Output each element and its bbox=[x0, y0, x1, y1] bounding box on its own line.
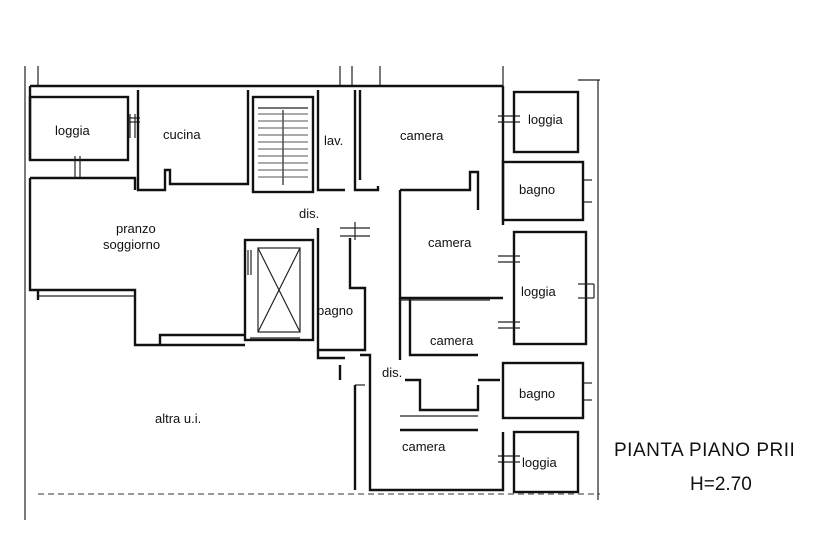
room-label-loggia-nw: loggia bbox=[55, 123, 90, 138]
site-boundary bbox=[24, 66, 600, 520]
plan-title: PIANTA PIANO PRII bbox=[614, 440, 796, 461]
loggia-nw-walls bbox=[28, 95, 140, 190]
room-label-dis-1: dis. bbox=[299, 206, 319, 221]
room-label-dis-2: dis. bbox=[382, 365, 402, 380]
room-label-bagno-e2: bagno bbox=[519, 386, 555, 401]
room-label-pranzo: pranzo bbox=[116, 221, 156, 236]
east-rooms-walls bbox=[498, 90, 595, 494]
room-label-cucina: cucina bbox=[163, 127, 201, 142]
room-label-camera-4: camera bbox=[402, 439, 446, 454]
stairwell bbox=[251, 95, 315, 194]
exterior-walls bbox=[28, 84, 503, 347]
camera-4-walls bbox=[400, 378, 500, 432]
room-label-altra: altra u.i. bbox=[155, 411, 201, 426]
room-label-camera-1: camera bbox=[400, 128, 444, 143]
room-label-soggiorno: soggiorno bbox=[103, 237, 160, 252]
bagno-central-walls bbox=[316, 222, 505, 492]
room-label-loggia-e3: loggia bbox=[522, 455, 557, 470]
room-label-bagno-e1: bagno bbox=[519, 182, 555, 197]
room-labels: loggia cucina lav. camera loggia bagno p… bbox=[55, 112, 563, 470]
room-label-bagno-central: bagno bbox=[317, 303, 353, 318]
elevator bbox=[243, 238, 315, 342]
lav-walls bbox=[316, 90, 380, 192]
room-label-camera-2: camera bbox=[428, 235, 472, 250]
room-label-loggia-e2: loggia bbox=[521, 284, 556, 299]
camera-2-3-walls bbox=[398, 190, 503, 360]
room-label-camera-3: camera bbox=[430, 333, 474, 348]
room-label-lav: lav. bbox=[324, 133, 343, 148]
cucina-walls bbox=[136, 90, 250, 192]
room-label-loggia-e1: loggia bbox=[528, 112, 563, 127]
camera-1-walls bbox=[358, 86, 520, 225]
ceiling-height: H=2.70 bbox=[690, 474, 752, 495]
